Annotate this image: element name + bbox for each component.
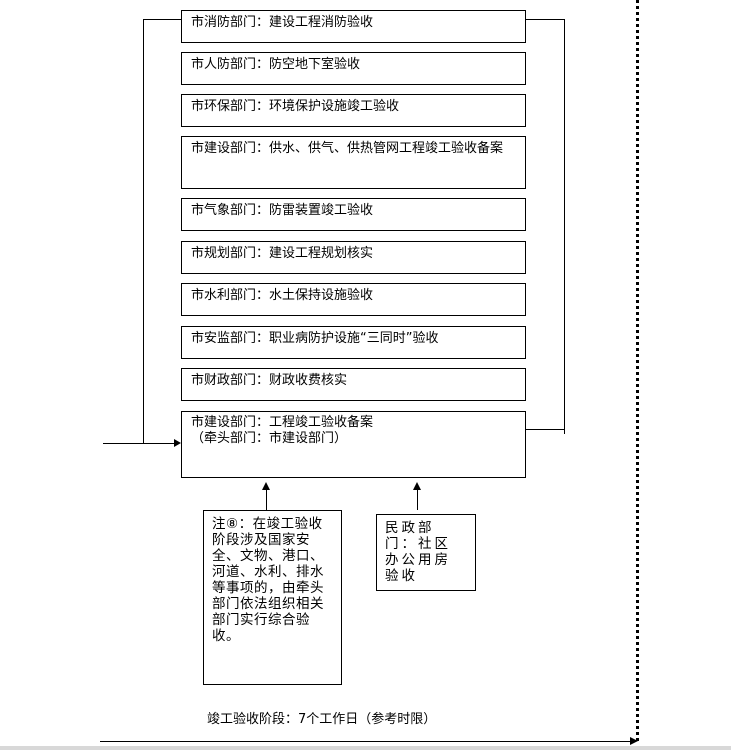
civil-affairs-box: 民政部门：社区办公用房验收 (376, 514, 476, 591)
stage-divider (636, 0, 639, 741)
step-safety: 市安监部门：职业病防护设施“三同时”验收 (181, 326, 526, 359)
lead-title: 市建设部门：工程竣工验收备案 (191, 415, 374, 430)
step-label: 市消防部门：建设工程消防验收 (191, 15, 374, 30)
step-planning: 市规划部门：建设工程规划核实 (181, 241, 526, 274)
step-water: 市水利部门：水土保持设施验收 (181, 283, 526, 316)
bottom-band (0, 746, 731, 750)
note-box: 注⑧：在竣工验收阶段涉及国家安全、文物、港口、河道、水利、排水等事项的，由牵头部… (203, 510, 342, 685)
connector (564, 19, 565, 434)
step-label: 市规划部门：建设工程规划核实 (191, 246, 374, 261)
step-environment: 市环保部门：环境保护设施竣工验收 (181, 94, 526, 127)
step-label: 市安监部门：职业病防护设施“三同时”验收 (191, 331, 439, 346)
connector (266, 488, 267, 510)
step-civil-defense: 市人防部门：防空地下室验收 (181, 52, 526, 85)
step-lead: 市建设部门：工程竣工验收备案 （牵头部门：市建设部门） (181, 411, 526, 478)
step-fire: 市消防部门：建设工程消防验收 (181, 10, 526, 43)
civil-affairs-text: 民政部门：社区办公用房验收 (385, 520, 451, 584)
step-label: 市水利部门：水土保持设施验收 (191, 288, 374, 303)
arrow-up-icon (413, 482, 421, 490)
arrow-up-icon (262, 482, 270, 490)
step-finance: 市财政部门：财政收费核实 (181, 368, 526, 401)
step-label: 市财政部门：财政收费核实 (191, 373, 348, 388)
lead-subtitle: （牵头部门：市建设部门） (191, 431, 348, 446)
connector (526, 19, 565, 20)
connector (103, 443, 175, 444)
step-label: 市人防部门：防空地下室验收 (191, 57, 361, 72)
connector (143, 19, 181, 20)
note-text: 注⑧：在竣工验收阶段涉及国家安全、文物、港口、河道、水利、排水等事项的，由牵头部… (212, 516, 324, 644)
step-utilities: 市建设部门：供水、供气、供热管网工程竣工验收备案 (181, 136, 526, 189)
step-label: 市气象部门：防雷装置竣工验收 (191, 203, 374, 218)
connector (143, 19, 144, 444)
arrow-right-icon (630, 737, 638, 745)
stage-caption: 竣工验收阶段：7个工作日（参考时限） (207, 712, 437, 727)
step-meteorology: 市气象部门：防雷装置竣工验收 (181, 198, 526, 231)
arrow-right-icon (174, 439, 181, 447)
connector (526, 429, 565, 430)
timeline (100, 741, 630, 742)
step-label: 市环保部门：环境保护设施竣工验收 (191, 99, 400, 114)
step-label: 市建设部门：供水、供气、供热管网工程竣工验收备案 (191, 141, 504, 156)
connector (417, 488, 418, 510)
